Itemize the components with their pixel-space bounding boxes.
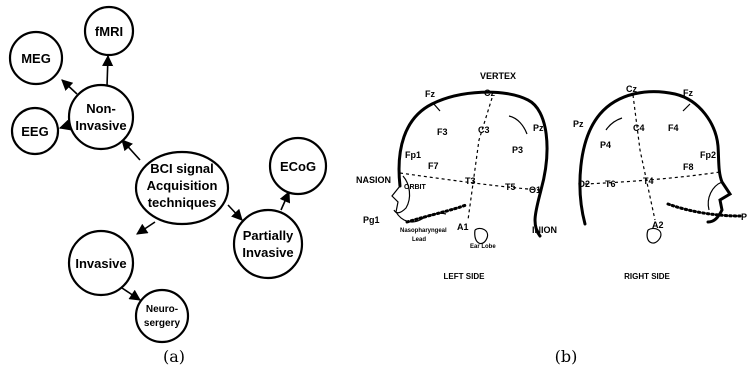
node-neuro-label-1: Neuro- bbox=[146, 304, 178, 315]
label-c3: C3 bbox=[478, 125, 490, 135]
left-orbit bbox=[393, 175, 411, 214]
right-head-outline bbox=[578, 90, 733, 226]
node-bci: BCI signal Acquisition techniques bbox=[134, 150, 230, 226]
label-t5: T5 bbox=[505, 182, 516, 192]
node-invasive-label: Invasive bbox=[75, 256, 126, 271]
label-t6: T6 bbox=[605, 179, 616, 189]
node-invasive: Invasive bbox=[67, 229, 135, 297]
label-vertex: VERTEX bbox=[480, 71, 516, 81]
left-face-profile bbox=[391, 185, 447, 223]
right-orbit bbox=[707, 181, 723, 211]
label-p4: P4 bbox=[600, 140, 611, 150]
edge-noninvasive-meg bbox=[61, 79, 78, 95]
label-inion: INION bbox=[532, 225, 557, 235]
node-ecog: ECoG bbox=[268, 136, 328, 196]
label-f3: F3 bbox=[437, 127, 448, 137]
node-ecog-label: ECoG bbox=[280, 159, 316, 174]
label-left-side: LEFT SIDE bbox=[444, 272, 486, 281]
label-orbit: ORBIT bbox=[404, 184, 427, 191]
right-tick-fz bbox=[682, 103, 691, 112]
label-fp2: Fp2 bbox=[700, 150, 716, 160]
node-noninvasive-label-1: Non- bbox=[86, 101, 116, 116]
node-fmri: fMRI bbox=[83, 5, 135, 57]
label-left-cz: Cz bbox=[484, 88, 495, 98]
edge-partial-ecog bbox=[279, 190, 291, 211]
label-f7: F7 bbox=[428, 161, 439, 171]
bci-diagram: fMRI MEG Non- Invasive EEG BCI signal Ac… bbox=[8, 5, 328, 366]
label-f4: F4 bbox=[668, 123, 679, 133]
label-a1: A1 bbox=[457, 222, 469, 232]
right-temporal-line bbox=[584, 171, 721, 185]
node-bci-label-3: techniques bbox=[148, 195, 217, 210]
node-fmri-label: fMRI bbox=[95, 24, 123, 39]
left-arc-marker bbox=[508, 115, 528, 135]
caption-a: (a) bbox=[163, 347, 185, 366]
label-pg1: Pg1 bbox=[363, 215, 380, 225]
label-ear-lobe: Ear Lobe bbox=[470, 244, 496, 250]
node-partial-label-2: Invasive bbox=[242, 245, 293, 260]
right-midline bbox=[632, 94, 656, 221]
right-ear-lobe bbox=[646, 227, 662, 244]
label-f8: F8 bbox=[683, 162, 694, 172]
label-t3: T3 bbox=[465, 176, 476, 186]
label-fp1: Fp1 bbox=[405, 150, 421, 160]
left-head-outline bbox=[397, 90, 549, 238]
node-noninvasive-label-2: Invasive bbox=[75, 118, 126, 133]
label-nasopharyngeal-2: Lead bbox=[412, 237, 426, 243]
node-eeg-label: EEG bbox=[21, 124, 48, 139]
label-right-cz: Cz bbox=[626, 84, 637, 94]
left-tick-fz bbox=[432, 102, 441, 112]
node-bci-label-1: BCI signal bbox=[150, 161, 214, 176]
label-o2: O2 bbox=[578, 179, 590, 189]
node-neuro-label-2: sergery bbox=[144, 318, 181, 329]
label-o1: O1 bbox=[529, 185, 541, 195]
right-nasopharyngeal-lead bbox=[666, 202, 742, 218]
label-a2: A2 bbox=[652, 220, 664, 230]
label-right-pz: Pz bbox=[573, 119, 584, 129]
label-nasion: NASION bbox=[356, 175, 391, 185]
label-nasopharyngeal-1: Nasopharyngeal bbox=[400, 228, 447, 234]
caption-b: (b) bbox=[555, 347, 578, 366]
edge-noninvasive-fmri bbox=[102, 54, 114, 87]
label-right-p-partial: P bbox=[741, 212, 747, 222]
node-meg-label: MEG bbox=[21, 51, 51, 66]
node-meg: MEG bbox=[8, 30, 64, 86]
node-bci-label-2: Acquisition bbox=[147, 178, 218, 193]
label-left-fz: Fz bbox=[425, 89, 435, 99]
edge-invasive-neuro bbox=[121, 287, 141, 301]
left-midline bbox=[467, 97, 493, 221]
edge-bci-noninvasive bbox=[121, 139, 141, 161]
label-right-side: RIGHT SIDE bbox=[624, 272, 670, 281]
left-temporal-line bbox=[399, 172, 541, 191]
right-arc-marker bbox=[605, 117, 623, 131]
electrode-diagram: VERTEX Fz Cz Pz F3 C3 P3 Fp1 F7 T3 T5 O1… bbox=[356, 71, 747, 366]
edge-bci-partial bbox=[227, 204, 243, 221]
label-c4: C4 bbox=[633, 123, 645, 133]
left-nasopharyngeal-lead bbox=[405, 203, 468, 224]
label-right-fz: Fz bbox=[683, 88, 693, 98]
label-left-pz: Pz bbox=[533, 123, 544, 133]
left-ear-lobe bbox=[474, 227, 489, 245]
node-noninvasive: Non- Invasive bbox=[67, 83, 135, 151]
label-p3: P3 bbox=[512, 145, 523, 155]
right-head bbox=[578, 90, 742, 244]
node-partial-label-1: Partially bbox=[243, 228, 294, 243]
left-head bbox=[391, 90, 549, 245]
node-eeg: EEG bbox=[10, 106, 60, 156]
node-partially-invasive: Partially Invasive bbox=[232, 208, 304, 280]
node-neurosurgery: Neuro- sergery bbox=[134, 288, 190, 344]
edge-bci-invasive bbox=[136, 221, 156, 235]
label-t4: T4 bbox=[643, 176, 654, 186]
